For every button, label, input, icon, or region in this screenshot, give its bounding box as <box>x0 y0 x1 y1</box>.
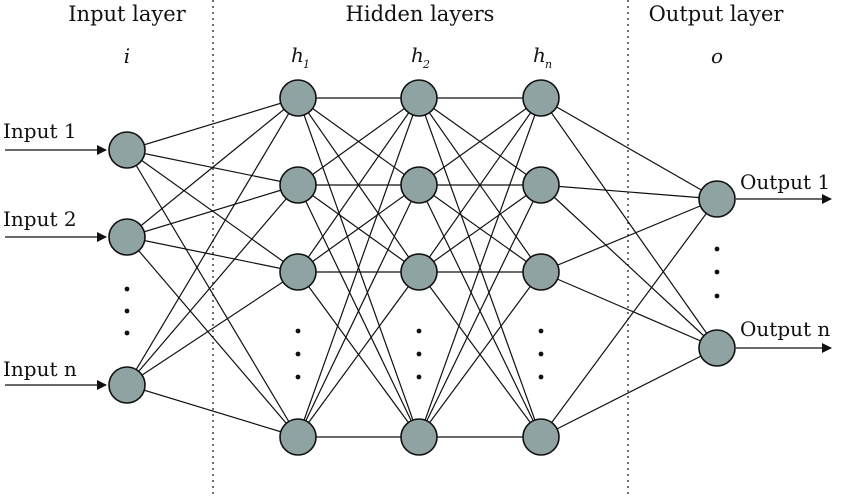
edge-hidden-2-4-to-hidden-n-1 <box>418 97 542 438</box>
hidden-2-node-2 <box>400 166 438 204</box>
edge-input-2-to-hidden-1-1 <box>126 97 299 238</box>
hidden-n-symbol: h <box>533 43 546 67</box>
hidden-2-ellipsis-dot-1 <box>416 328 422 334</box>
hidden-2-ellipsis-dot-2 <box>416 351 422 357</box>
hidden-1-node-2 <box>279 166 317 204</box>
input-node-3 <box>108 366 146 404</box>
edge-hidden-n-3-to-output-1 <box>540 198 718 273</box>
hidden-1-node-1 <box>279 79 317 117</box>
output-ellipsis-dot-3 <box>714 293 720 299</box>
edge-input-3-to-hidden-1-2 <box>126 184 299 386</box>
output-layer-header: Output layer <box>649 2 785 26</box>
hidden-2-node-3 <box>400 253 438 291</box>
output-node-2 <box>698 329 736 367</box>
edge-hidden-1-4-to-hidden-2-1 <box>297 97 420 438</box>
hidden-1-symbol: h <box>291 43 304 67</box>
edge-hidden-n-3-to-output-2 <box>540 271 718 349</box>
input-node-2 <box>108 218 146 256</box>
edge-hidden-1-2-to-hidden-2-1 <box>297 97 420 186</box>
hidden-1-node-3 <box>279 253 317 291</box>
edge-hidden-n-4-to-output-2 <box>540 347 718 438</box>
input-node-1 <box>108 131 146 169</box>
hidden-1-ellipsis-dot-3 <box>295 374 301 380</box>
edge-input-1-to-hidden-1-1 <box>126 97 299 151</box>
hidden-n-node-4 <box>522 418 560 456</box>
hidden-n-node-3 <box>522 253 560 291</box>
edge-input-1-to-hidden-1-4 <box>126 149 299 438</box>
connections <box>126 97 718 438</box>
edge-hidden-1-3-to-hidden-2-2 <box>297 184 420 273</box>
hidden-n-node-1 <box>522 79 560 117</box>
edge-hidden-n-1-to-output-2 <box>540 97 718 349</box>
edge-hidden-1-4-to-hidden-2-3 <box>297 271 420 438</box>
edge-input-2-to-hidden-1-4 <box>126 236 299 438</box>
hidden-2-node-4 <box>400 418 438 456</box>
hidden-2-symbol: h <box>411 43 424 67</box>
edge-hidden-2-4-to-hidden-n-3 <box>418 271 542 438</box>
hidden-n-ellipsis-dot-2 <box>538 351 544 357</box>
ellipsis-dots <box>124 246 720 380</box>
output-node-1 <box>698 180 736 218</box>
edge-hidden-n-2-to-output-2 <box>540 184 718 349</box>
input-ellipsis-dot-3 <box>124 330 130 336</box>
hidden-n-node-2 <box>522 166 560 204</box>
input-symbol: i <box>124 44 130 68</box>
hidden-1-ellipsis-dot-1 <box>295 328 301 334</box>
hidden-2-ellipsis-dot-3 <box>416 374 422 380</box>
input-layer-header: Input layer <box>68 2 186 26</box>
output-ellipsis-dot-1 <box>714 246 720 252</box>
edge-hidden-2-2-to-hidden-n-1 <box>418 97 542 186</box>
output-n-label: Output n <box>740 317 830 341</box>
edge-hidden-n-1-to-output-1 <box>540 97 718 200</box>
input-ellipsis-dot-1 <box>124 286 130 292</box>
hidden-n-ellipsis-dot-3 <box>538 374 544 380</box>
output-ellipsis-dot-2 <box>714 269 720 275</box>
output-symbol: o <box>711 44 723 68</box>
edge-input-3-to-hidden-1-1 <box>126 97 299 386</box>
edge-hidden-2-3-to-hidden-n-1 <box>418 97 542 273</box>
edge-input-2-to-hidden-1-2 <box>126 184 299 238</box>
input-1-label: Input 1 <box>3 119 77 143</box>
hidden-1-ellipsis-dot-2 <box>295 351 301 357</box>
edge-input-3-to-hidden-1-4 <box>126 384 299 438</box>
edge-hidden-2-4-to-hidden-n-2 <box>418 184 542 438</box>
edge-input-2-to-hidden-1-3 <box>126 236 299 273</box>
edge-hidden-n-2-to-output-1 <box>540 184 718 200</box>
edge-hidden-n-4-to-output-1 <box>540 198 718 438</box>
neurons <box>108 79 736 456</box>
input-n-label: Input n <box>3 357 77 381</box>
hidden-1-node-4 <box>279 418 317 456</box>
edge-hidden-1-4-to-hidden-2-2 <box>297 184 420 438</box>
output-1-label: Output 1 <box>740 170 830 194</box>
input-ellipsis-dot-2 <box>124 308 130 314</box>
edge-input-3-to-hidden-1-3 <box>126 271 299 386</box>
hidden-2-node-1 <box>400 79 438 117</box>
edge-hidden-2-3-to-hidden-n-2 <box>418 184 542 273</box>
edge-hidden-1-3-to-hidden-2-1 <box>297 97 420 273</box>
hidden-n-ellipsis-dot-1 <box>538 328 544 334</box>
input-2-label: Input 2 <box>3 207 77 231</box>
hidden-2-subscript: 2 <box>422 58 430 71</box>
hidden-n-subscript: n <box>545 58 552 71</box>
hidden-layers-header: Hidden layers <box>346 2 495 26</box>
hidden-1-subscript: 1 <box>303 58 310 71</box>
